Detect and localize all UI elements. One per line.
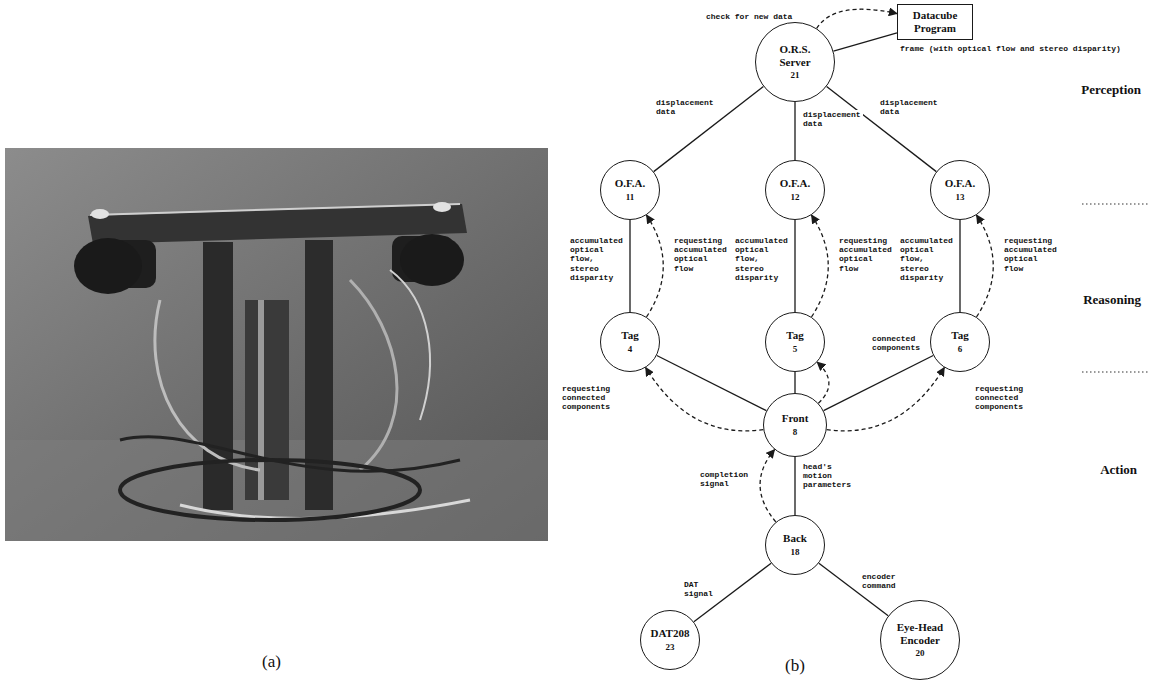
node-content: Tag 6 [951, 329, 968, 355]
node-name: Front [782, 412, 809, 425]
data-connector [794, 372, 795, 393]
node-content: O.F.A. 11 [615, 177, 645, 203]
edge-label: frame (with optical flow and stereo disp… [900, 44, 1140, 53]
node-content: O.F.A. 13 [945, 177, 975, 203]
node-name: DAT208 [651, 627, 690, 640]
process-circle: O.F.A. 13 [930, 160, 990, 220]
process-circle: DAT208 23 [640, 610, 700, 670]
request-connector [827, 368, 945, 431]
node-content: Back 18 [783, 532, 807, 558]
data-connector [629, 220, 630, 312]
node-name: Back [783, 532, 807, 545]
node-content: Tag 4 [621, 329, 638, 355]
node-content: Datacube Program [906, 9, 964, 34]
data-connector [654, 87, 764, 172]
edge-label: requesting accumulated optical flow [1004, 236, 1060, 273]
edge-label: displacement data [880, 98, 940, 116]
process-circle: Eye-Head Encoder 20 [880, 600, 960, 680]
level-separator [1082, 204, 1149, 372]
edge-label: check for new data [706, 12, 798, 21]
node-number: 6 [958, 345, 963, 355]
level-label: Action [1100, 462, 1137, 478]
data-connector [824, 355, 934, 410]
edge-label: requesting connected components [975, 384, 1031, 412]
edge-label: DAT signal [684, 580, 716, 598]
process-circle: O.R.S. Server 21 [755, 22, 835, 102]
node-name: O.F.A. [780, 177, 810, 190]
node-number: 4 [628, 345, 633, 355]
node-number: 12 [791, 193, 800, 203]
photo-ground [5, 148, 548, 541]
request-connector [760, 450, 776, 522]
request-connector [817, 362, 829, 403]
process-circle: Tag 6 [930, 312, 990, 372]
data-connector [959, 220, 960, 312]
edge-label: displacement data [803, 110, 863, 128]
edge-label: requesting accumulated optical flow [839, 236, 895, 273]
node-name: O.F.A. [945, 177, 975, 190]
edge-label: encoder command [862, 572, 902, 590]
node-content: O.R.S. Server 21 [766, 43, 824, 81]
edge-label: accumulated optical flow, stereo dispari… [900, 236, 956, 282]
request-connector [817, 9, 897, 28]
data-connector [833, 33, 897, 51]
edge-label: displacement data [656, 98, 716, 116]
level-label: Reasoning [1083, 292, 1141, 308]
node-name: Eye-Head Encoder [891, 621, 949, 646]
data-connector [657, 355, 767, 410]
node-content: Tag 5 [786, 329, 803, 355]
edge-label: requesting connected components [562, 384, 618, 412]
edge-label: head's motion parameters [803, 462, 859, 490]
process-circle: Tag 4 [600, 312, 660, 372]
edge-label: connected components [872, 334, 924, 352]
node-number: 11 [626, 193, 635, 203]
edge-label: accumulated optical flow, stereo dispari… [735, 236, 791, 282]
data-connector [794, 457, 795, 515]
edge-label: completion signal [700, 470, 750, 488]
data-connector [794, 220, 795, 312]
request-connector [976, 215, 993, 317]
panel-label: (b) [785, 656, 805, 676]
request-connector [646, 368, 764, 431]
node-content: DAT208 23 [651, 627, 690, 653]
level-label: Perception [1081, 82, 1141, 98]
node-number: 20 [916, 649, 925, 659]
edge-label: requesting accumulated optical flow [674, 236, 730, 273]
panel-label: (a) [262, 652, 281, 672]
process-circle: Back 18 [765, 515, 825, 575]
node-name: Tag [621, 329, 638, 342]
node-number: 5 [793, 345, 798, 355]
node-name: O.R.S. Server [766, 43, 824, 68]
node-number: 18 [791, 548, 800, 558]
node-number: 23 [665, 643, 674, 653]
edge-label: accumulated optical flow, stereo dispari… [570, 236, 626, 282]
node-number: 8 [793, 428, 798, 438]
stereo-head [74, 202, 470, 520]
node-content: Eye-Head Encoder 20 [891, 621, 949, 659]
node-number: 21 [791, 71, 800, 81]
node-content: Front 8 [782, 412, 809, 438]
process-circle: Tag 5 [765, 312, 825, 372]
program-box: Datacube Program [897, 4, 973, 39]
request-connector [811, 215, 828, 317]
process-circle: Front 8 [763, 393, 827, 457]
data-connector [794, 102, 795, 160]
node-content: O.F.A. 12 [780, 177, 810, 203]
process-circle: O.F.A. 12 [765, 160, 825, 220]
request-connector [646, 215, 663, 317]
node-number: 13 [956, 193, 965, 203]
process-circle: O.F.A. 11 [600, 160, 660, 220]
node-name: O.F.A. [615, 177, 645, 190]
node-name: Datacube Program [906, 9, 964, 34]
node-name: Tag [951, 329, 968, 342]
node-name: Tag [786, 329, 803, 342]
